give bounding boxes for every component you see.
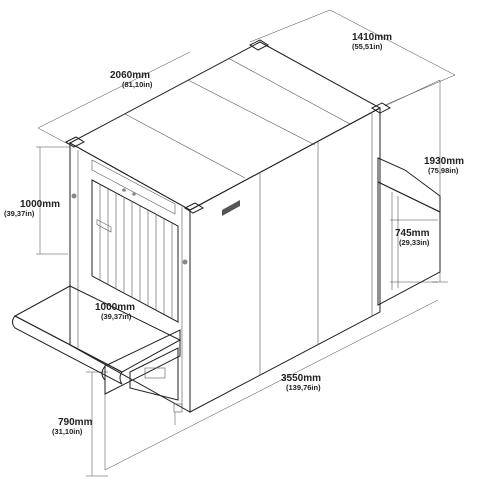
dim-conveyor-front-mm: 790mm [58,417,93,428]
dim-conveyor-front-inch: (31,10in) [52,427,83,436]
dim-tunnel-height-inch: (39,37in) [4,209,35,218]
dim-length-total-inch: (139,76in) [286,383,321,392]
dim-height-total-inch: (75,98in) [428,166,459,175]
dim-conveyor-side-inch: (29,33in) [399,238,430,247]
dim-conveyor-side-mm: 745mm [395,228,430,239]
dim-length-top-mm: 2060mm [110,70,150,81]
dim-tunnel-width-inch: (39,37in) [101,312,132,321]
dim-tunnel-height-mm: 1000mm [20,199,60,210]
dim-width-top-inch: (55,51in) [352,42,383,51]
exit-conveyor [377,157,441,306]
dim-tunnel-width-mm: 1000mm [95,302,135,313]
dim-length-top-inch: (81,10in) [122,80,153,89]
entry-conveyor [12,285,182,401]
dim-width-top-mm: 1410mm [352,32,392,43]
dim-height-total-mm: 1930mm [424,156,464,167]
scanner-cabinet [64,39,392,413]
dim-length-total-mm: 3550mm [281,373,321,384]
dimension-labels: 1410mm (55,51in) 2060mm (81,10in) 1930mm… [4,32,464,436]
